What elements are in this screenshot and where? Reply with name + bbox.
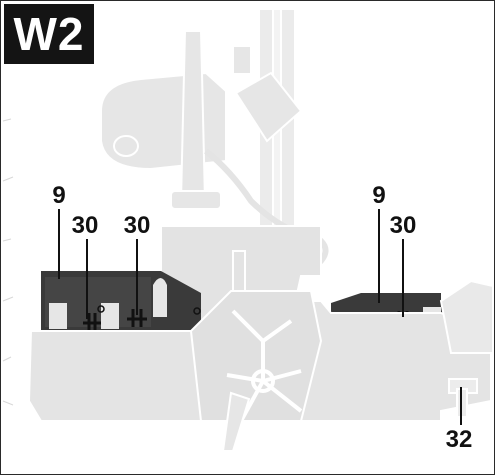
callout-30-right: 30 [390, 212, 417, 239]
lock-lever [221, 391, 251, 452]
callout-30-left-b: 30 [124, 212, 151, 239]
callout-9-left: 9 [52, 182, 65, 209]
callout-lines [58, 209, 462, 425]
callout-32: 32 [446, 426, 473, 453]
turntable-dial [226, 309, 303, 422]
saw-base [27, 279, 494, 422]
left-fence [41, 271, 201, 331]
saw-cable [204, 148, 329, 266]
callout-9-right: 9 [372, 182, 385, 209]
background-edge [2, 118, 14, 406]
motor-housing [100, 30, 303, 210]
fence-screw [83, 309, 147, 331]
figure-tag: W2 [4, 4, 94, 64]
callout-30-left-a: 30 [72, 212, 99, 239]
